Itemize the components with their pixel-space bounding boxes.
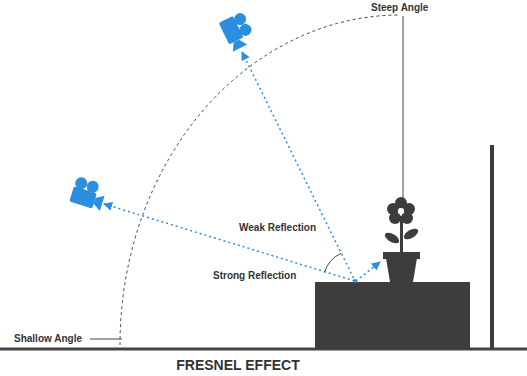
angle-label: Strong Reflection [212, 270, 297, 282]
leader-line [403, 16, 404, 198]
leader-line [90, 339, 122, 340]
angle-label: Weak Reflection [238, 222, 317, 234]
angle-label: Shallow Angle [13, 333, 83, 345]
view-ray [242, 52, 355, 281]
angle-label: Steep Angle [370, 2, 429, 14]
reflection-point [353, 279, 357, 283]
camera-icon [69, 176, 108, 211]
flower-pot [383, 197, 420, 282]
wall-pole [490, 145, 494, 349]
diagram-title: FRESNEL EFFECT [176, 357, 299, 373]
angle-mark [324, 253, 341, 272]
camera-icon [219, 11, 257, 52]
reflect-ray [356, 262, 380, 281]
table-block [315, 282, 470, 349]
view-ray [104, 204, 355, 281]
